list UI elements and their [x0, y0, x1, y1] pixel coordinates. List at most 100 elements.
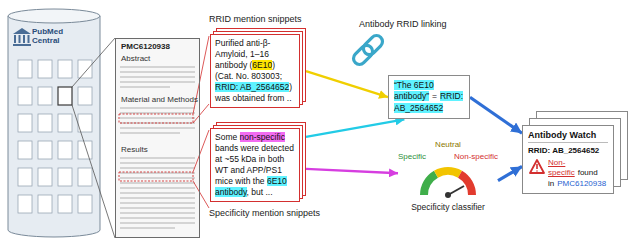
grid-cell [38, 114, 52, 132]
gauge-nonspecific [460, 174, 472, 195]
document-page [115, 38, 200, 238]
classifier-label: Specificity classifier [411, 202, 485, 212]
text-line [120, 127, 195, 129]
grid-cell [18, 141, 32, 159]
database-label-text: PubMed Central [32, 27, 63, 45]
gauge-neutral [436, 171, 460, 174]
grid-cell [78, 60, 92, 78]
database-label: PubMed Central [32, 28, 76, 46]
zoom-line [72, 105, 115, 238]
section-heading-text: Material and Methods [121, 95, 198, 104]
section-heading: Material and Methods [121, 95, 198, 104]
text-lines [120, 67, 195, 228]
grid-cell [18, 114, 32, 132]
grid-cell [58, 60, 72, 78]
class-label: Non-specific [454, 152, 498, 161]
grid-cell [38, 195, 52, 213]
snippet-box: RRID mention snippetsPurified anti-β-Amy… [210, 34, 300, 108]
grid-cell [18, 60, 32, 78]
logo-roof [13, 28, 31, 34]
text-line [120, 197, 195, 199]
grid-cell [18, 168, 32, 186]
logo-base [13, 44, 31, 46]
linking-heading: Antibody RRID linking [359, 18, 447, 30]
flow-arrow [306, 169, 398, 173]
section-heading-text: Abstract [121, 54, 150, 63]
warning-mark [536, 164, 538, 172]
snippet-box: Some non-specific bands were detected at… [210, 128, 300, 202]
gauge-icon [424, 171, 472, 198]
pmc-logo [13, 28, 31, 46]
section-heading: Abstract [121, 54, 150, 63]
selected-cell [58, 87, 72, 105]
card-title-text: Antibody Watch [528, 130, 596, 140]
database: PubMed Central [8, 12, 100, 234]
snippet-body-text: , but ... [247, 187, 273, 197]
grid-cell [78, 87, 92, 105]
text-line [120, 71, 195, 73]
class-label-text: Neutral [435, 140, 461, 149]
gauge-hub [445, 192, 451, 198]
text-line [120, 182, 195, 184]
class-label: Neutral [435, 140, 461, 149]
snippet-body-text: Some [215, 132, 240, 142]
warning-icon [529, 159, 545, 174]
text-line [120, 177, 195, 179]
grid-cell [78, 195, 92, 213]
text-line [120, 157, 195, 159]
text-line [120, 117, 195, 119]
grid-cell [38, 87, 52, 105]
snippet-heading: Specificity mention snippets [209, 208, 320, 220]
section-heading: Results [121, 145, 148, 154]
class-label: Specific [398, 152, 426, 161]
grid-cell [38, 60, 52, 78]
logo-column [14, 35, 16, 43]
highlight-text: “The 6E10 antibody” [394, 80, 434, 101]
text-line [120, 187, 195, 189]
card-rrid-text: RRID: AB_2564652 [528, 146, 599, 155]
chain-icon [351, 33, 385, 67]
text-line [120, 217, 195, 219]
warning-triangle [530, 160, 544, 173]
document-id-text: PMC6120938 [121, 42, 170, 51]
snippet-body: Purified anti-β-Amyloid, 1–16 antibody (… [215, 38, 295, 104]
flow-arrow [306, 119, 404, 136]
grid-cell [58, 141, 72, 159]
class-label-text: Non-specific [454, 152, 498, 161]
text-line [120, 227, 175, 229]
linking-body-text: = [432, 91, 437, 101]
grid-cell [58, 195, 72, 213]
snippet-body: Some non-specific bands were detected at… [215, 132, 295, 198]
grid-cell [18, 87, 32, 105]
flow-arrow [498, 167, 522, 181]
classifier-label-text: Specificity classifier [411, 202, 485, 212]
grid-cell [18, 195, 32, 213]
grid-cell [58, 168, 72, 186]
card-finding-text: Non-specific [548, 158, 575, 177]
card-finding-text: PMC6120938 [557, 179, 606, 188]
highlight-text: 6E10 [252, 60, 272, 70]
grid-cell [38, 168, 52, 186]
gauge-specific [424, 174, 436, 195]
snippet-heading: RRID mention snippets [209, 14, 302, 26]
database-top [8, 9, 100, 23]
mention-region [119, 172, 193, 181]
document: PMC6120938AbstractMaterial and MethodsRe… [115, 38, 200, 238]
linking-heading-text: Antibody RRID linking [359, 19, 447, 29]
text-line [120, 132, 180, 134]
text-line [120, 212, 195, 214]
logo-column [23, 35, 25, 43]
text-line [120, 222, 195, 224]
text-line [120, 86, 170, 88]
text-line [120, 81, 195, 83]
snippet-heading-text: RRID mention snippets [209, 14, 302, 24]
extract-line [193, 130, 209, 172]
classifier: NeutralSpecific Non-specificSpecificity c… [398, 140, 498, 214]
card-title: Antibody Watch [528, 130, 608, 143]
text-line [120, 107, 195, 109]
text-line [120, 167, 195, 169]
grid-cell [78, 141, 92, 159]
